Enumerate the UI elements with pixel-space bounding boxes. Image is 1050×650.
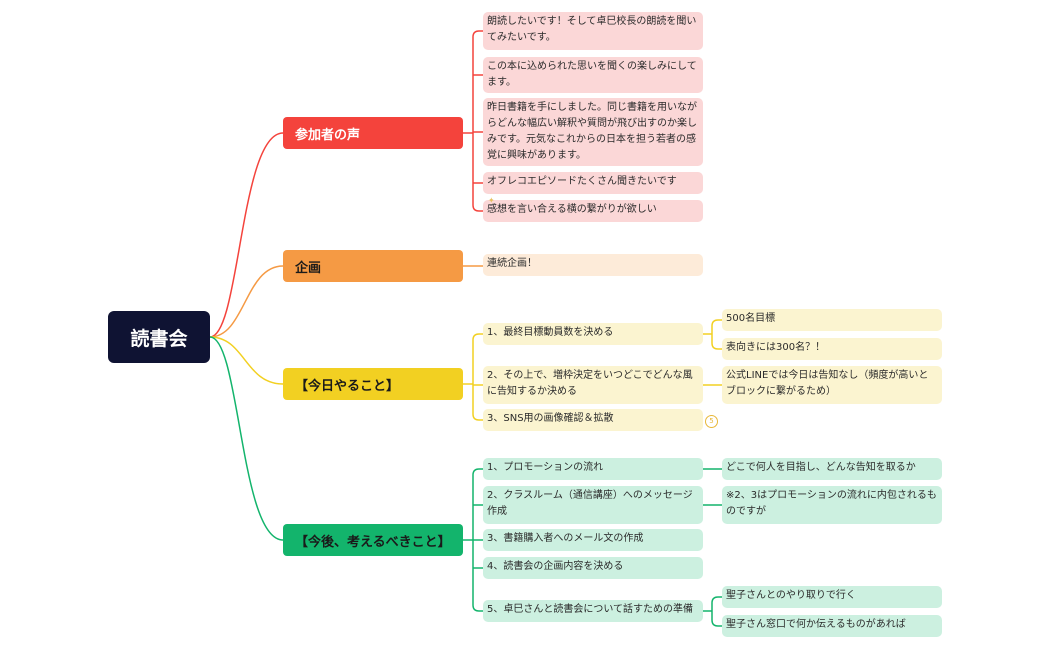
voice-item-5[interactable]: 感想を言い合える横の繋がりが欲しい xyxy=(483,200,703,222)
connector-root-voice xyxy=(209,132,284,338)
future-item-1[interactable]: 1、プロモーションの流れ xyxy=(483,458,703,480)
future-prep-1[interactable]: 聖子さんとのやり取りで行く xyxy=(722,586,942,608)
future-note[interactable]: ※2、3はプロモーションの流れに内包されるものですが xyxy=(722,486,942,524)
branch-plan[interactable]: 企画 xyxy=(283,250,463,282)
branch-future-considerations[interactable]: 【今後、考えるべきこと】 xyxy=(283,524,463,556)
connector-voice-spine xyxy=(472,30,480,212)
voice-item-2[interactable]: この本に込められた思いを聞くの楽しみにしてます。 xyxy=(483,57,703,93)
voice-item-1[interactable]: 朗読したいです！そして卓巳校長の朗読を聞いてみたいです。 xyxy=(483,12,703,50)
today-item-3[interactable]: 3、SNS用の画像確認＆拡散 xyxy=(483,409,703,431)
future-item-3[interactable]: 3、書籍購入者へのメール文の作成 xyxy=(483,529,703,551)
today-target-300[interactable]: 表向きには300名？！ xyxy=(722,338,942,360)
future-item-4[interactable]: 4、読書会の企画内容を決める xyxy=(483,557,703,579)
connector-root-plan xyxy=(209,265,284,338)
collapsed-count-badge[interactable]: 5 xyxy=(705,415,718,428)
root-node[interactable]: 読書会 xyxy=(108,311,210,363)
sparkle-icon: ✦ xyxy=(488,196,495,205)
connector-root-future xyxy=(209,336,284,541)
branch-today-tasks[interactable]: 【今日やること】 xyxy=(283,368,463,400)
today-line-notice[interactable]: 公式LINEでは今日は告知なし（頻度が高いとブロックに繋がるため） xyxy=(722,366,942,404)
branch-participant-voices[interactable]: 参加者の声 xyxy=(283,117,463,149)
voice-item-3[interactable]: 昨日書籍を手にしました。同じ書籍を用いながらどんな幅広い解釈や質問が飛び出すのか… xyxy=(483,98,703,166)
future-prep-2[interactable]: 聖子さん窓口で何か伝えるものがあれば xyxy=(722,615,942,637)
connector-today-targets-spine xyxy=(711,319,719,350)
connector-future-prep-spine xyxy=(711,596,719,627)
plan-item-1[interactable]: 連続企画！ xyxy=(483,254,703,276)
today-item-2[interactable]: 2、その上で、増枠決定をいつどこでどんな風に告知するか決める xyxy=(483,366,703,404)
today-item-1[interactable]: 1、最終目標動員数を決める xyxy=(483,323,703,345)
future-item-2[interactable]: 2、クラスルーム（通信講座）へのメッセージ作成 xyxy=(483,486,703,524)
future-item-5[interactable]: 5、卓巳さんと読書会について話すための準備 xyxy=(483,600,703,622)
connector-root-today xyxy=(209,336,284,385)
today-target-500[interactable]: 500名目標 xyxy=(722,309,942,331)
future-promo-detail[interactable]: どこで何人を目指し、どんな告知を取るか xyxy=(722,458,942,480)
voice-item-4[interactable]: オフレコエピソードたくさん聞きたいです xyxy=(483,172,703,194)
connector-today-spine xyxy=(472,333,480,421)
